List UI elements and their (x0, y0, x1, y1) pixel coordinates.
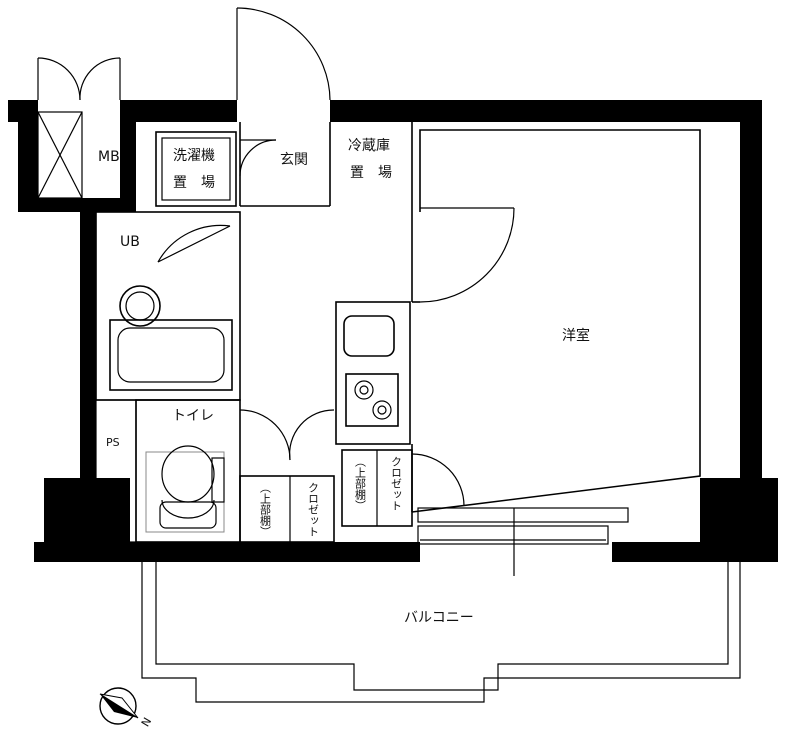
mb-label: MB (98, 149, 120, 165)
balcony-outline (141, 562, 741, 703)
compass-north-label: N (139, 715, 154, 729)
ps-label: PS (106, 436, 120, 449)
exterior-walls (8, 100, 778, 562)
room-labels: MB 洗濯機 置 場 玄関 冷蔵庫 置 場 UB 洋室 トイレ PS バルコニー… (98, 137, 590, 626)
washbasin (119, 285, 161, 327)
toilet-label: トイレ (172, 408, 214, 424)
toilet-fixture (145, 445, 225, 533)
western-room-label: 洋室 (562, 327, 590, 344)
laundry-pan (155, 131, 237, 207)
compass-icon: N (99, 687, 154, 729)
ub-label: UB (120, 234, 140, 250)
mb-shaft (37, 111, 83, 199)
closet-label-2: クロゼット (390, 456, 403, 511)
upper-shelf-label-2: （上部棚） (354, 456, 367, 511)
bathtub (109, 319, 233, 391)
balcony-label: バルコニー (404, 610, 474, 626)
fridge-label-1: 冷蔵庫 (348, 137, 390, 154)
laundry-label-1: 洗濯機 (173, 148, 215, 164)
doors (37, 7, 629, 576)
kitchen-sink (343, 315, 395, 357)
stove (345, 373, 399, 427)
upper-shelf-label-1: （上部棚） (259, 482, 272, 537)
closet-label-1: クロゼット (307, 482, 320, 537)
entrance-label: 玄関 (280, 151, 308, 168)
interior-walls (95, 122, 701, 543)
fridge-label-2: 置 場 (350, 165, 392, 181)
laundry-label-2: 置 場 (173, 175, 215, 191)
